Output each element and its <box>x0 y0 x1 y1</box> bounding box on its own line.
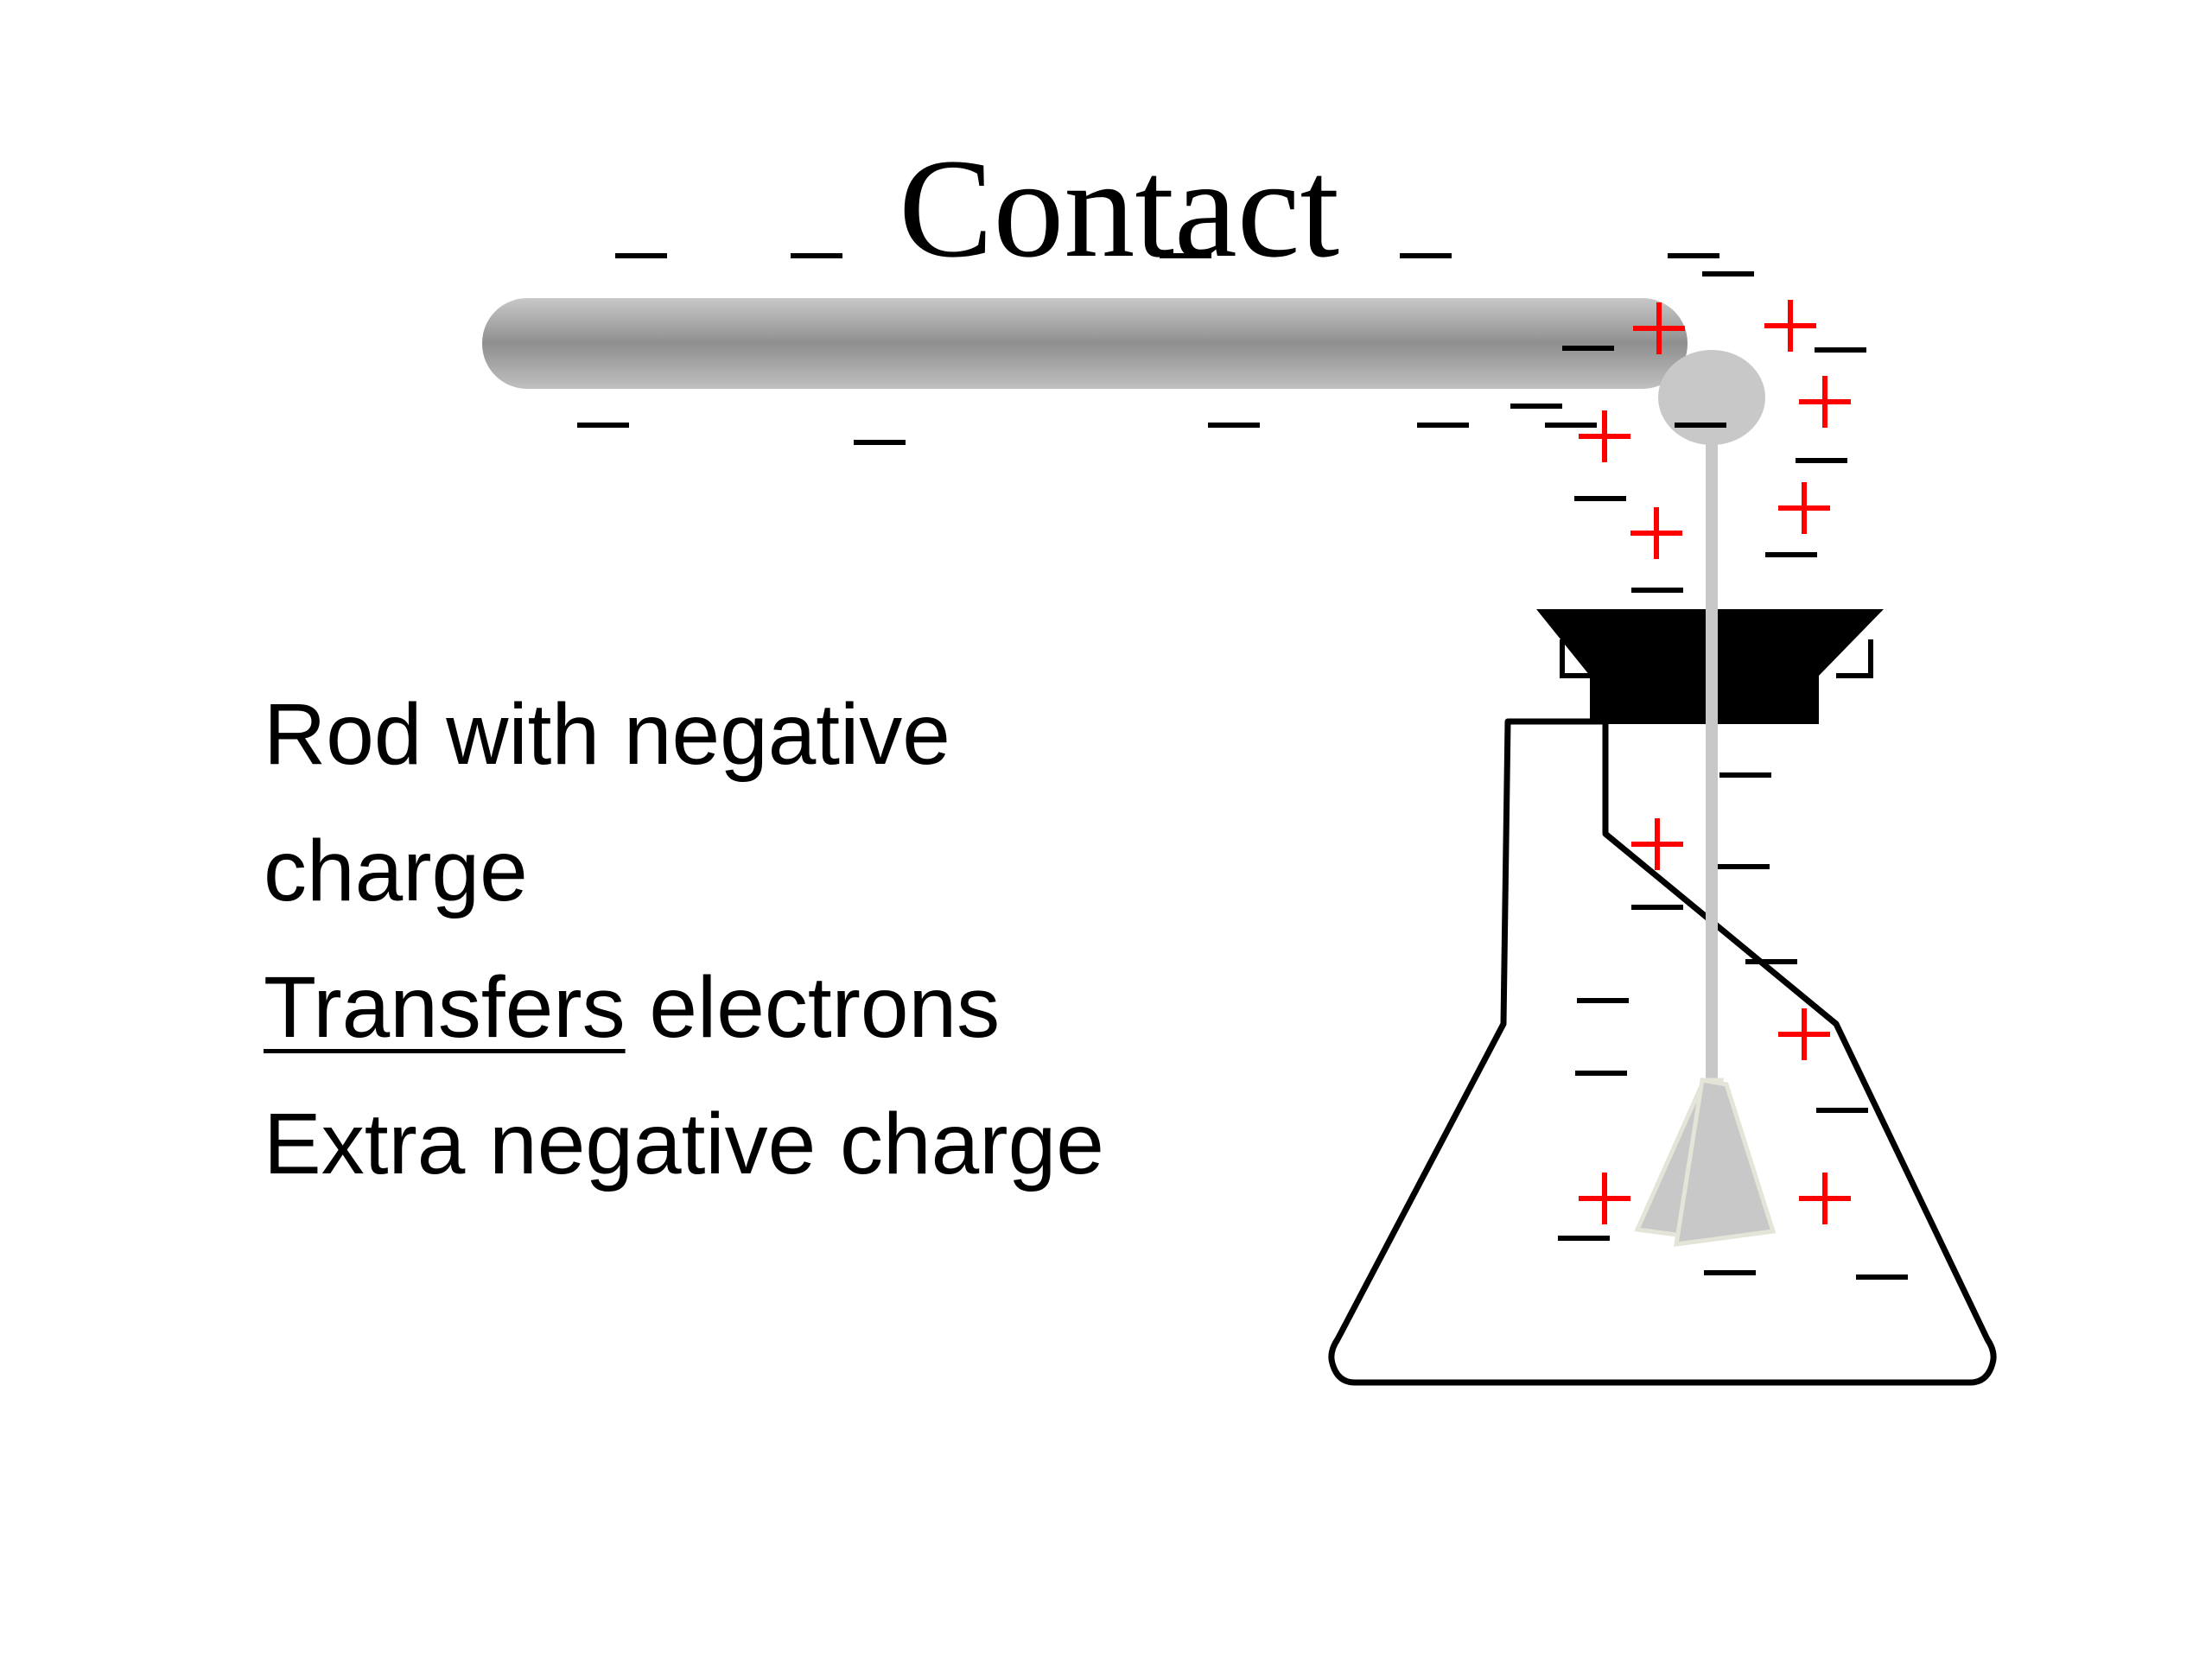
positive-charge-icon <box>1778 1008 1830 1060</box>
positive-charge-icon <box>1579 410 1630 462</box>
flask-outline <box>1328 718 1997 1386</box>
positive-charge-icon <box>1579 1173 1630 1224</box>
slide-title: Contact <box>899 130 1340 287</box>
underlined-word: Transfers <box>264 959 626 1056</box>
bullet-text: charge <box>264 828 1104 914</box>
positive-charge-icon <box>1631 818 1683 870</box>
positive-charge-icon <box>1630 507 1682 559</box>
positive-charge-icon <box>1799 1173 1851 1224</box>
charged-rod <box>482 298 1688 389</box>
electroscope-stem <box>1706 393 1718 1084</box>
positive-charge-icon <box>1764 300 1816 352</box>
bullet-text: Transfers electrons <box>264 964 1104 1051</box>
positive-charge-icon <box>1778 482 1830 534</box>
bullet-text-part: Extra negative charge <box>264 1096 1104 1192</box>
bullet-text: Extra negative charge <box>264 1101 1104 1187</box>
bullet-text-part: Rod with negative <box>264 686 950 783</box>
positive-charge-icon <box>1633 302 1685 354</box>
bullet-text-part: charge <box>264 823 528 919</box>
electroscope-knob <box>1658 350 1765 445</box>
flask-rim <box>1560 639 1873 678</box>
positive-charge-icon <box>1799 376 1851 428</box>
electroscope-leaf-right <box>1674 1077 1777 1247</box>
bullet-text-part: electrons <box>625 959 1001 1056</box>
charge-symbols <box>577 253 1908 1280</box>
bullet-text: Rod with negative <box>264 691 1104 778</box>
